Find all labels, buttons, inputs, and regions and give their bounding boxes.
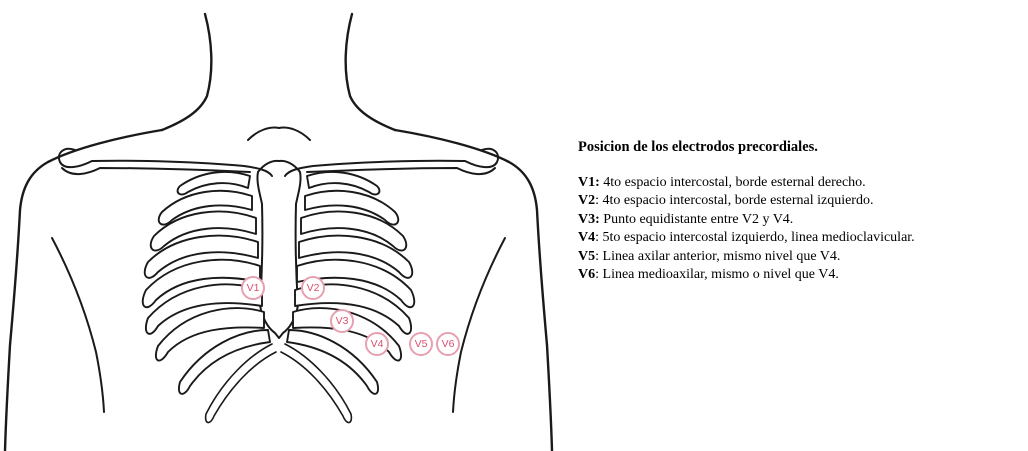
legend-key-v2: V2	[578, 193, 595, 208]
legend-text-v5: : Linea axilar anterior, mismo nivel que…	[595, 249, 840, 264]
legend-item-v2: V2: 4to espacio intercostal, borde ester…	[578, 192, 1023, 211]
neck-right-outline	[346, 14, 395, 130]
legend-text-v3: Punto equidistante entre V2 y V4.	[600, 212, 794, 227]
neck-hollow	[248, 128, 310, 141]
left-armpit-line	[52, 238, 104, 412]
legend-item-v3: V3: Punto equidistante entre V2 y V4.	[578, 211, 1023, 230]
legend-item-v6: V6: Linea medioaxilar, mismo o nivel que…	[578, 266, 1023, 285]
legend-text-v1: 4to espacio intercostal, borde esternal …	[600, 175, 866, 190]
right-shoulder-arm-outline	[395, 130, 552, 451]
legend-key-v4: V4	[578, 230, 595, 245]
legend-text-v4: : 5to espacio intercostal izquierdo, lin…	[595, 230, 915, 245]
electrode-legend: Posicion de los electrodos precordiales.…	[578, 138, 1023, 285]
chest-diagram: V1 V2 V3 V4 V5 V6	[0, 0, 560, 451]
neck-left-outline	[162, 14, 211, 130]
right-rib-cage	[281, 172, 414, 423]
left-shoulder-arm-outline	[5, 130, 162, 451]
right-armpit-line	[453, 238, 505, 412]
legend-item-v4: V4: 5to espacio intercostal izquierdo, l…	[578, 229, 1023, 248]
legend-title: Posicion de los electrodos precordiales.	[578, 138, 1023, 157]
chest-illustration	[0, 0, 560, 451]
legend-key-v5: V5	[578, 249, 595, 264]
left-rib-cage	[143, 172, 276, 423]
legend-text-v2: : 4to espacio intercostal, borde esterna…	[595, 193, 873, 208]
legend-key-v3: V3:	[578, 212, 600, 227]
legend-item-v5: V5: Linea axilar anterior, mismo nivel q…	[578, 248, 1023, 267]
legend-text-v6: : Linea medioaxilar, mismo o nivel que V…	[595, 267, 839, 282]
legend-key-v6: V6	[578, 267, 595, 282]
legend-item-v1: V1: 4to espacio intercostal, borde ester…	[578, 174, 1023, 193]
legend-key-v1: V1:	[578, 175, 600, 190]
